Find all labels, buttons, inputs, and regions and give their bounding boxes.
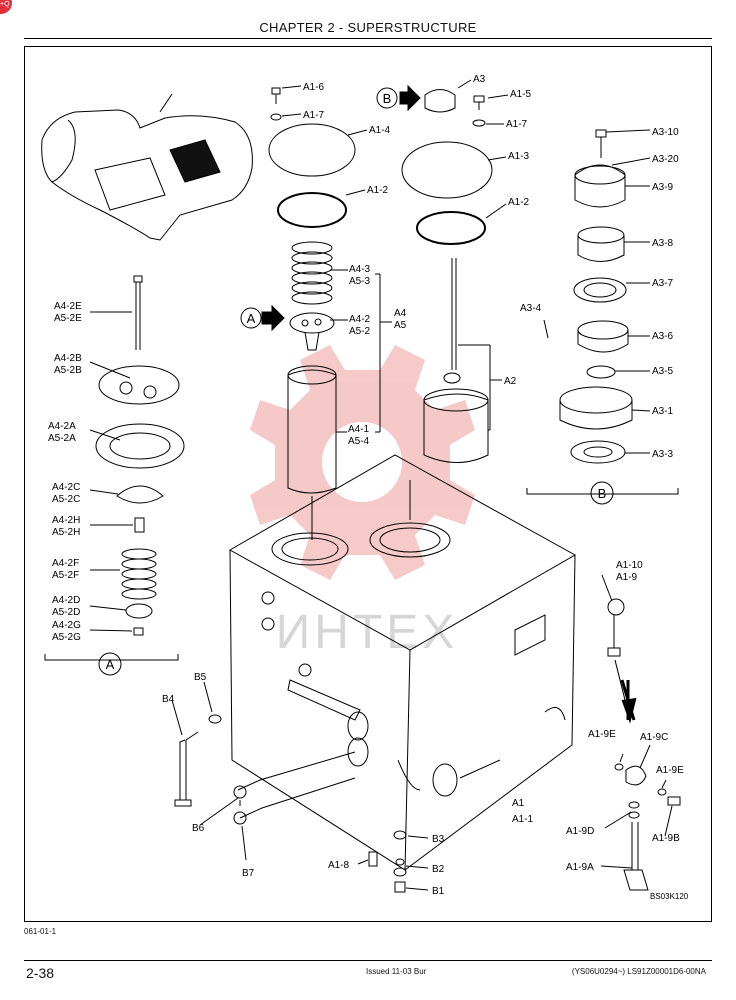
- label-a1-1: A1-1: [512, 814, 534, 825]
- label-a4-2g: A4-2G: [52, 620, 81, 631]
- label-a5-2a: A5-2A: [48, 433, 76, 444]
- label-a5-2h: A5-2H: [52, 527, 80, 538]
- label-a5: A5: [394, 320, 407, 331]
- document-code: (YS06U0294~) LS91Z00001D6-00NA: [571, 967, 706, 976]
- label-b2: B2: [432, 864, 445, 875]
- callout-circles: [98, 87, 614, 676]
- label-a1-7-left: A1-7: [303, 110, 325, 121]
- issued-date: Issued 11-03 Bur: [366, 967, 427, 976]
- label-a5-2e: A5-2E: [54, 313, 82, 324]
- page-number: 2-38: [26, 965, 55, 981]
- corner-badge: +Q: [0, 0, 12, 14]
- figure-reference-code: 061-01-1: [24, 927, 57, 936]
- page-title: CHAPTER 2 - SUPERSTRUCTURE: [259, 20, 477, 35]
- label-a3-5: A3-5: [652, 366, 674, 377]
- label-a1-6: A1-6: [303, 82, 325, 93]
- callout-letters: A B A B: [106, 91, 607, 672]
- label-a3-6: A3-6: [652, 331, 674, 342]
- group-label-b: B: [598, 486, 607, 501]
- label-a5-2g: A5-2G: [52, 632, 81, 643]
- label-a4-2c: A4-2C: [52, 482, 80, 493]
- label-a5-2d: A5-2D: [52, 607, 80, 618]
- callout-b: B: [383, 91, 392, 106]
- label-a1-9d: A1-9D: [566, 826, 594, 837]
- label-a1-8: A1-8: [328, 860, 350, 871]
- label-a1-2-right: A1-2: [508, 197, 530, 208]
- label-a1-5: A1-5: [510, 89, 532, 100]
- label-a1-9: A1-9: [616, 572, 638, 583]
- label-a1-9b: A1-9B: [652, 833, 680, 844]
- label-a4-2d: A4-2D: [52, 595, 80, 606]
- label-a1-4: A1-4: [369, 125, 391, 136]
- label-a3-1: A3-1: [652, 406, 674, 417]
- label-a4-1: A4-1: [348, 424, 370, 435]
- group-label-a: A: [106, 657, 115, 672]
- label-a1-9e-top: A1-9E: [588, 729, 616, 740]
- label-a1-3: A1-3: [508, 151, 530, 162]
- exploded-parts-diagram: A1-6 A1-7 A1-4 A1-2 A4-3 A5-3 A4-2 A5-2 …: [24, 46, 712, 922]
- label-b7: B7: [242, 868, 255, 879]
- leader-lines: [89, 79, 673, 891]
- level-gauge-parts: [607, 598, 681, 891]
- label-a3-7: A3-7: [652, 278, 674, 289]
- label-b1: B1: [432, 886, 445, 897]
- label-b3: B3: [432, 834, 445, 845]
- label-a3-9: A3-9: [652, 182, 674, 193]
- center-column-parts: [268, 87, 356, 540]
- callout-a: A: [247, 311, 256, 326]
- filter-column-parts: [401, 89, 493, 520]
- header-rule: [24, 38, 712, 39]
- label-a4-2a: A4-2A: [48, 421, 76, 432]
- lower-left-fittings: [174, 714, 356, 825]
- label-b5: B5: [194, 672, 207, 683]
- callout-arrows: [261, 84, 421, 332]
- label-a5-2f: A5-2F: [52, 570, 79, 581]
- figure-frame: [24, 46, 712, 922]
- label-a5-3: A5-3: [349, 276, 371, 287]
- label-a4-2b: A4-2B: [54, 353, 82, 364]
- label-a4-2h: A4-2H: [52, 515, 80, 526]
- suction-valve-parts: [44, 275, 185, 661]
- label-b6: B6: [192, 823, 205, 834]
- label-a3-10: A3-10: [652, 127, 679, 138]
- label-a1-9e: A1-9E: [656, 765, 684, 776]
- label-a3-20: A3-20: [652, 154, 679, 165]
- label-a2: A2: [504, 376, 517, 387]
- label-a4-2: A4-2: [349, 314, 371, 325]
- drain-plug-parts: [368, 830, 407, 893]
- label-a5-2: A5-2: [349, 326, 371, 337]
- label-a1: A1: [512, 798, 525, 809]
- hydraulic-tank: [228, 454, 577, 871]
- label-a1-10: A1-10: [616, 560, 643, 571]
- label-a4-3: A4-3: [349, 264, 371, 275]
- label-a5-2c: A5-2C: [52, 494, 80, 505]
- label-a3-3: A3-3: [652, 449, 674, 460]
- machine-icon: [41, 93, 253, 241]
- label-a3: A3: [473, 74, 486, 85]
- label-a5-2b: A5-2B: [54, 365, 82, 376]
- label-a1-7-right: A1-7: [506, 119, 528, 130]
- part-labels: A1-6 A1-7 A1-4 A1-2 A4-3 A5-3 A4-2 A5-2 …: [48, 74, 689, 901]
- label-a4-2e: A4-2E: [54, 301, 82, 312]
- label-a3-4: A3-4: [520, 303, 542, 314]
- label-a1-9c: A1-9C: [640, 732, 668, 743]
- valve-assembly-parts: [526, 129, 679, 495]
- label-a1-2-left: A1-2: [367, 185, 389, 196]
- label-a4-2f: A4-2F: [52, 558, 79, 569]
- watermark-text: ИНТЕХ: [275, 606, 459, 659]
- watermark-logo: [250, 345, 475, 580]
- label-a4: A4: [394, 308, 407, 319]
- label-b4: B4: [162, 694, 175, 705]
- label-a1-9a: A1-9A: [566, 862, 594, 873]
- label-a5-4: A5-4: [348, 436, 370, 447]
- footer-rule: [24, 960, 712, 961]
- label-a3-8: A3-8: [652, 238, 674, 249]
- figure-code: BS03K120: [650, 892, 689, 901]
